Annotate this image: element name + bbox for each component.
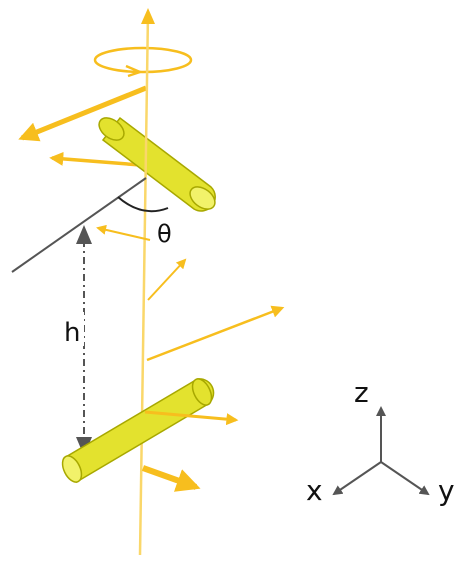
height-arrowhead-top (76, 225, 92, 244)
lower-rod (61, 378, 215, 484)
velocity-arrow-upper (18, 85, 147, 142)
upper-rod (98, 116, 216, 212)
theta-arc (117, 196, 169, 213)
xyz-axes-icon (332, 406, 430, 496)
velocity-arrow-lower-2 (141, 465, 201, 492)
velocity-arrow-right (146, 305, 285, 362)
axis-label-x: x (306, 474, 323, 507)
velocity-arrow-left (49, 151, 141, 167)
theta-label: θ (157, 220, 172, 248)
rotation-axis-arrowhead (141, 8, 155, 24)
rotation-ellipse-icon (93, 46, 193, 78)
velocity-arrow-lower-1 (144, 410, 239, 426)
velocity-arrow-small-1 (96, 224, 151, 241)
rotation-axis (138, 11, 150, 556)
tilted-reference-line (11, 177, 147, 273)
velocity-arrow-small-2 (147, 258, 187, 301)
height-label: h (64, 318, 80, 348)
axis-label-z: z (354, 376, 369, 409)
axis-label-y: y (438, 474, 455, 507)
